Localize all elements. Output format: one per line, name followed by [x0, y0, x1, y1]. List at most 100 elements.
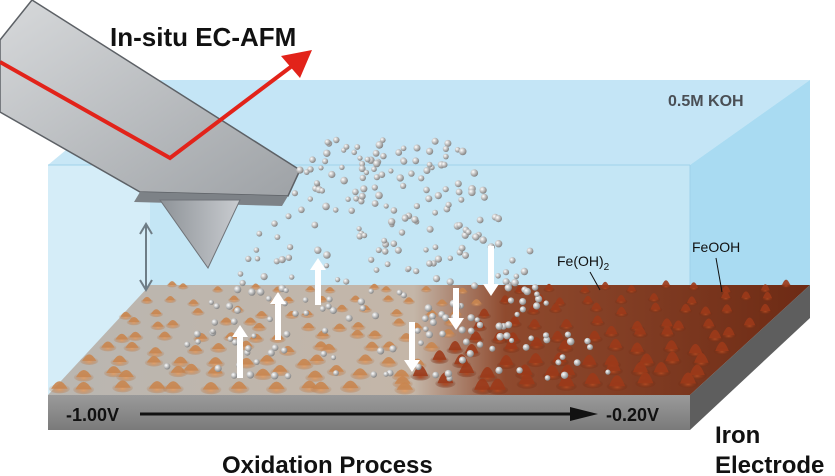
ion-particle [414, 327, 421, 334]
ion-particle [287, 244, 294, 251]
ion-particle [425, 331, 433, 339]
deposit-mound [526, 353, 545, 368]
ion-particle [543, 300, 549, 306]
ion-particle [358, 198, 365, 205]
ion-particle [442, 145, 449, 152]
ion-particle [323, 251, 331, 259]
ion-particle [271, 372, 279, 380]
ion-particle [345, 196, 351, 202]
ion-particle [584, 337, 591, 345]
ion-particle [496, 332, 505, 341]
ion-particle [522, 344, 530, 351]
ion-particle [400, 145, 407, 152]
deposit-mound [324, 286, 336, 294]
ion-particle [184, 341, 191, 348]
arrow-up-icon [232, 325, 248, 378]
deposit-mound [720, 285, 732, 295]
ion-particle [371, 200, 379, 207]
ion-particle [446, 278, 454, 286]
ion-particle [260, 273, 268, 281]
deposit-mound [685, 296, 699, 306]
ion-particle [363, 169, 370, 176]
deposit-mound [228, 381, 250, 394]
deposit-mound [73, 370, 94, 382]
ion-particle [265, 295, 272, 302]
ion-particle [322, 327, 329, 334]
deposit-mound [335, 304, 349, 313]
ion-particle [307, 196, 313, 202]
ion-particle [388, 168, 394, 174]
deposit-mound [606, 375, 628, 391]
ion-particle [291, 190, 298, 197]
deposit-mound [659, 326, 676, 338]
ion-particle [213, 303, 220, 310]
ion-particle [368, 288, 374, 294]
deposit-mound [590, 315, 605, 327]
ion-particle [396, 174, 404, 182]
ion-particle [523, 287, 531, 296]
deposit-mound [116, 369, 136, 382]
deposit-mound [48, 381, 70, 394]
deposit-mound [607, 338, 625, 352]
ion-particle [371, 166, 377, 172]
ion-particle [412, 157, 420, 165]
ion-particle [357, 298, 365, 306]
deposit-mound [603, 325, 620, 338]
deposit-mound [350, 368, 370, 380]
deposit-mound [477, 308, 492, 319]
ion-particle [343, 143, 350, 150]
deposit-mound [187, 299, 200, 307]
deposit-mound [579, 354, 599, 369]
deposit-mound [558, 319, 574, 331]
deposit-mound [99, 341, 117, 352]
deposit-mound [146, 347, 165, 358]
ion-particle [361, 232, 368, 239]
ion-particle [271, 344, 279, 352]
deposit-mound [310, 381, 332, 394]
ion-particle [415, 363, 422, 371]
ion-particle [348, 207, 355, 214]
deposit-mound [110, 355, 129, 367]
ion-particle [462, 338, 470, 346]
ion-particle [502, 278, 510, 286]
ion-particle [325, 303, 332, 310]
ion-particle [245, 345, 252, 352]
ion-particle [509, 257, 516, 264]
ion-particle [423, 167, 431, 174]
laser-arrow-head [281, 50, 312, 78]
deposit-mound [497, 355, 516, 370]
deposit-mound [487, 378, 509, 395]
deposit-mound [210, 342, 228, 353]
deposit-mound [698, 306, 713, 317]
ion-particle [528, 335, 534, 342]
deposit-mound [720, 326, 737, 339]
ion-particle [605, 369, 611, 375]
ion-particle [556, 360, 562, 366]
arrow-down-icon [404, 322, 420, 372]
ion-particle [231, 339, 239, 346]
deposit-mound [126, 316, 142, 326]
ion-particle [368, 256, 375, 263]
ion-particle [375, 141, 384, 149]
deposit-mound [614, 306, 629, 318]
ion-particle [318, 165, 324, 171]
ion-particle [418, 175, 425, 182]
ion-particle [411, 216, 419, 224]
ion-particle [400, 182, 407, 189]
ion-particle [516, 367, 523, 374]
deposit-mound [581, 295, 595, 306]
deposit-mound [389, 309, 404, 317]
ion-particle [564, 331, 572, 338]
ion-particle [426, 260, 433, 267]
deposit-mound [266, 381, 287, 394]
ion-particle [356, 226, 362, 232]
deposit-mound [149, 309, 164, 318]
ion-particle [225, 302, 233, 310]
ion-particle [390, 207, 398, 214]
ion-particle [343, 278, 350, 285]
deposit-mound [380, 286, 392, 293]
deposit-mound [759, 284, 771, 293]
ion-particle [251, 333, 257, 339]
ion-particle [423, 326, 429, 332]
ion-particle [267, 349, 275, 357]
